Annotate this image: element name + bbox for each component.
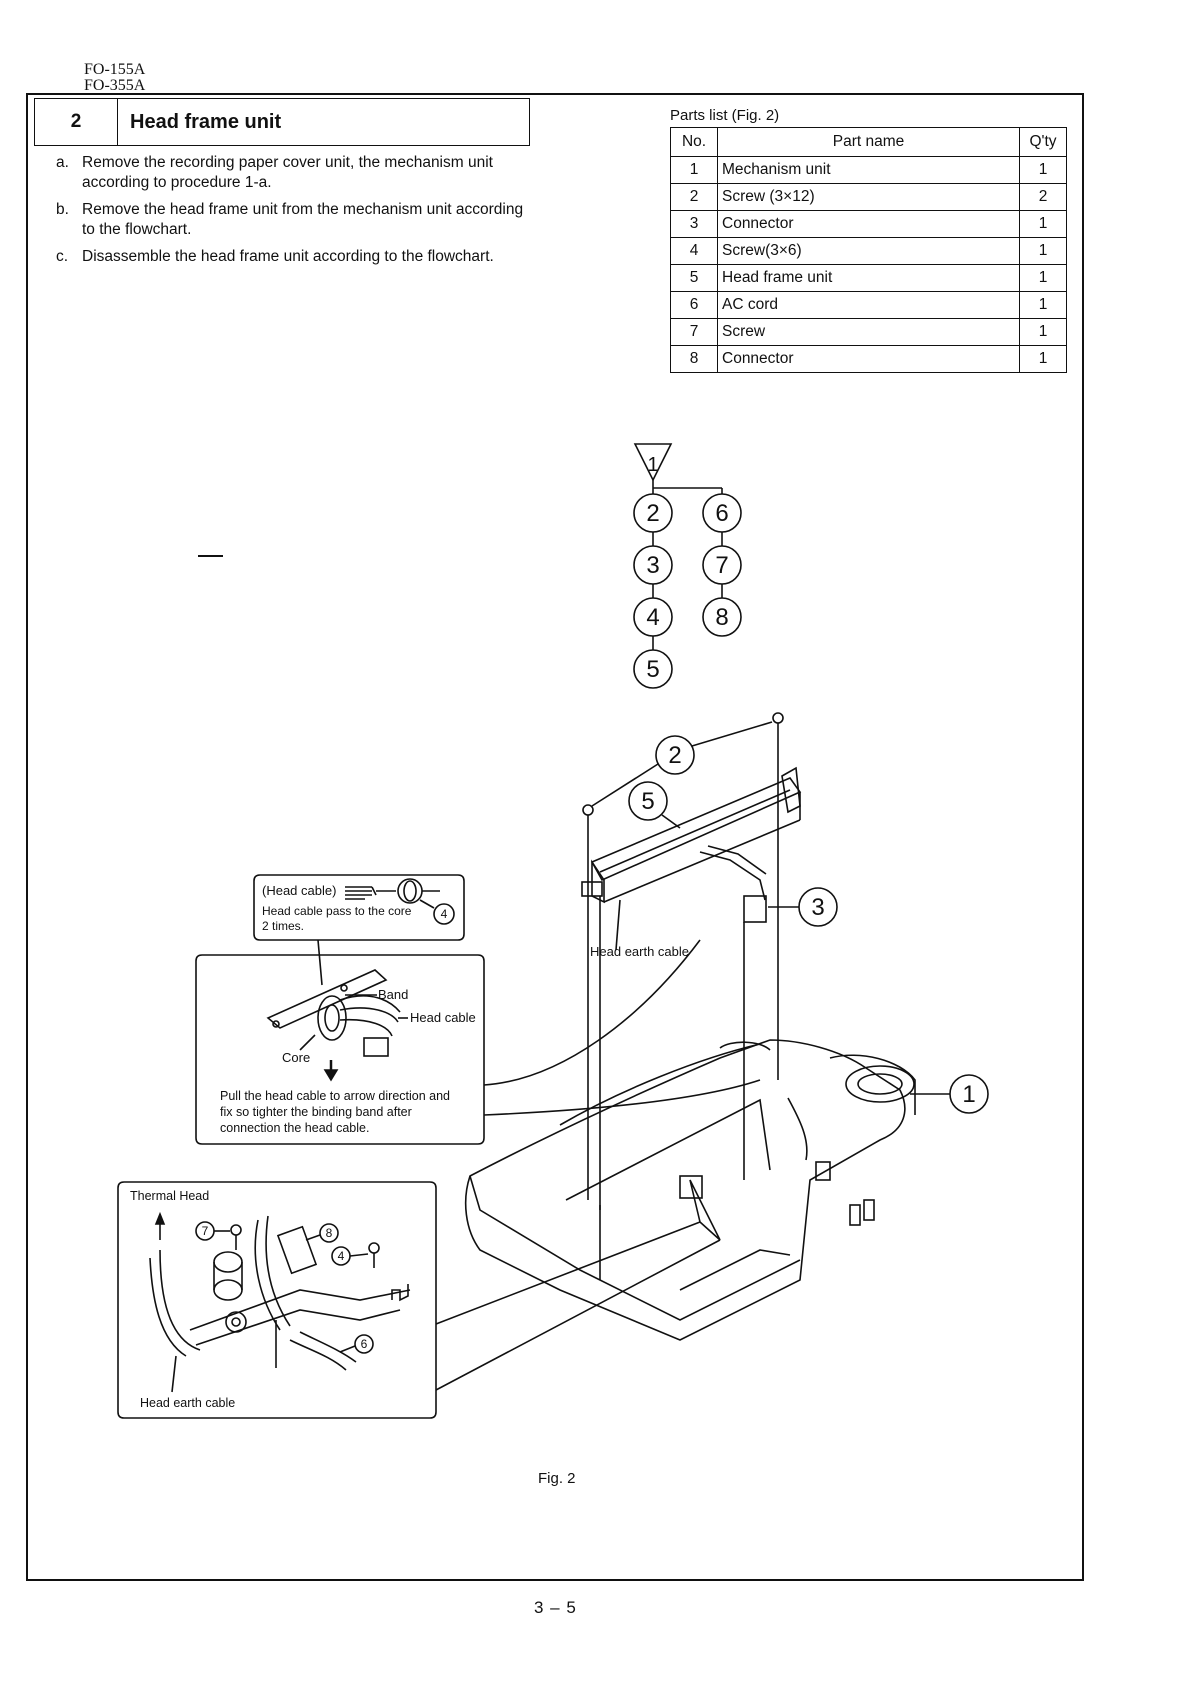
callout-8-small — [319, 1223, 339, 1243]
part-qty: 1 — [1019, 345, 1067, 373]
part-qty: 1 — [1019, 237, 1067, 265]
callout-label-small: 7 — [202, 1224, 209, 1238]
step-c: c. Disassemble the head frame unit accor… — [56, 247, 538, 267]
flow-label: 6 — [715, 500, 728, 527]
callout-label-small: 8 — [326, 1226, 333, 1240]
model-number-2: FO-355A — [84, 77, 146, 94]
head-cable-note: 2 times. — [262, 919, 304, 933]
flow-node-8 — [702, 597, 742, 637]
head-cable-label: (Head cable) — [262, 883, 336, 898]
connector-icon — [363, 1037, 389, 1057]
part-name: Screw(3×6) — [717, 237, 1020, 265]
flow-label: 7 — [715, 552, 728, 579]
head-cable-detail-label: Head cable — [410, 1010, 476, 1025]
header-no: No. — [670, 127, 718, 157]
callout-label: 2 — [668, 742, 681, 769]
callout-label: 3 — [811, 894, 824, 921]
band-detail-drawing — [266, 969, 408, 1057]
section-header: 2 Head frame unit — [34, 98, 530, 146]
flow-node-5 — [633, 649, 673, 689]
flow-label: 8 — [715, 604, 728, 631]
part-no: 2 — [670, 183, 718, 211]
step-text: Remove the head frame unit from the mech… — [82, 201, 524, 238]
screw-2-right — [772, 712, 784, 738]
flow-label: 2 — [646, 500, 659, 527]
band-label: Band — [378, 987, 408, 1002]
parts-list-title: Parts list (Fig. 2) — [670, 107, 780, 124]
part-qty: 1 — [1019, 264, 1067, 292]
band-callout-box — [195, 954, 485, 1145]
callout-5 — [628, 781, 668, 821]
part-name: Screw (3×12) — [717, 183, 1020, 211]
head-earth-cable-label: Head earth cable — [590, 944, 689, 959]
procedure-steps: a. Remove the recording paper cover unit… — [56, 153, 538, 274]
figure-caption: Fig. 2 — [538, 1470, 576, 1487]
band-note: connection the head cable. — [220, 1121, 369, 1135]
band-note: Pull the head cable to arrow direction a… — [220, 1089, 450, 1103]
head-cable-callout-box — [253, 874, 465, 941]
callout-label-small: 4 — [441, 907, 448, 921]
flowchart — [633, 443, 742, 689]
page-number: 3 – 5 — [534, 1598, 577, 1617]
head-frame-unit-drawing — [581, 766, 802, 923]
flow-label: 4 — [646, 604, 659, 631]
step-letter: b. — [56, 201, 69, 218]
core-label: Core — [282, 1050, 310, 1065]
page-frame — [26, 93, 1084, 1581]
header-qty: Q'ty — [1019, 127, 1067, 157]
screw-7 — [230, 1224, 242, 1250]
flow-label: 3 — [646, 552, 659, 579]
part-no: 8 — [670, 345, 718, 373]
step-a: a. Remove the recording paper cover unit… — [56, 153, 538, 193]
step-letter: a. — [56, 154, 69, 171]
callout-6-small — [354, 1334, 374, 1354]
thermal-head-callout-box — [117, 1181, 437, 1419]
callout-2 — [655, 735, 695, 775]
part-name: Connector — [717, 210, 1020, 238]
callout-label: 5 — [641, 788, 654, 815]
callout-label-small: 6 — [361, 1337, 368, 1351]
thermal-earth-cable-label: Head earth cable — [140, 1396, 235, 1410]
flow-start-triangle — [633, 443, 673, 482]
thermal-head-detail-drawing — [149, 1211, 411, 1393]
mechanism-unit-drawing — [464, 1039, 916, 1341]
flow-label: 5 — [646, 656, 659, 683]
section-title: Head frame unit — [130, 110, 282, 133]
callout-4-small — [433, 903, 455, 925]
step-text: Disassemble the head frame unit accordin… — [82, 248, 494, 265]
screw-2-left — [582, 804, 594, 830]
head-cable-note: Head cable pass to the core — [262, 904, 412, 918]
part-qty: 1 — [1019, 156, 1067, 184]
screw-4 — [368, 1242, 380, 1268]
head-cable-icon — [345, 878, 440, 904]
callout-label: 1 — [962, 1081, 975, 1108]
part-no: 1 — [670, 156, 718, 184]
band-note: fix so tighter the binding band after — [220, 1105, 412, 1119]
step-letter: c. — [56, 248, 69, 265]
step-b: b. Remove the head frame unit from the m… — [56, 200, 538, 240]
step-text: Remove the recording paper cover unit, t… — [82, 154, 493, 191]
connector-3 — [743, 895, 767, 923]
callout-label-small: 4 — [338, 1249, 345, 1263]
thermal-head-label: Thermal Head — [130, 1189, 209, 1203]
flow-label-start: 1 — [647, 454, 658, 476]
section-number: 2 — [35, 99, 118, 145]
part-qty: 1 — [1019, 291, 1067, 319]
model-number-1: FO-155A — [84, 61, 146, 78]
part-name: Connector — [717, 345, 1020, 373]
